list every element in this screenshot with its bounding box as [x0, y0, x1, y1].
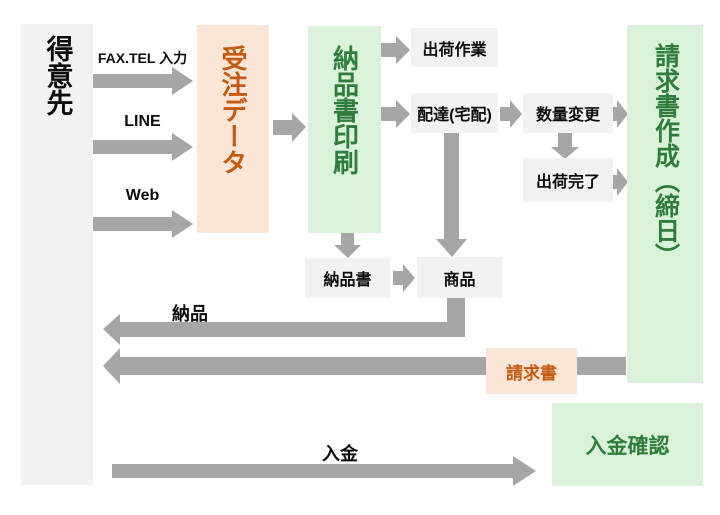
arrow-goods-to-customer-delivery-icon	[103, 298, 465, 345]
arrow-quantity-to-complete-icon	[551, 133, 579, 159]
delivery-note-print-label: 納品書印刷	[329, 45, 360, 175]
quantity-change-node: 数量変更	[523, 93, 613, 133]
order-data-node: 受注データ	[197, 25, 269, 233]
delivery-flow-label: 納品	[172, 304, 208, 324]
customer-label: 得意先	[42, 35, 73, 116]
shipping-complete-node: 出荷完了	[523, 158, 613, 202]
invoice-tag-node: 請求書	[486, 348, 577, 394]
goods-node: 商品	[417, 257, 502, 298]
arrow-complete-to-invoice-creation-icon	[613, 168, 628, 196]
arrow-web-to-order-icon	[93, 210, 193, 238]
arrow-line-to-order-icon	[93, 133, 193, 161]
channel-fax-label: FAX.TEL 入力	[97, 50, 188, 66]
arrow-delivery-to-goods-icon	[436, 133, 467, 257]
order-data-label: 受注データ	[218, 45, 248, 175]
arrow-print-to-delivery-note-icon	[334, 233, 361, 258]
invoice-creation-label: 請求書作成（締日）	[651, 43, 680, 268]
arrow-fax-to-order-icon	[93, 67, 193, 95]
channel-line-label: LINE	[124, 113, 161, 130]
channel-web-label: Web	[125, 187, 160, 204]
arrow-note-to-goods-icon	[393, 264, 415, 292]
arrow-print-to-shipping-work-icon	[381, 36, 410, 64]
payment-confirm-node: 入金確認	[552, 403, 703, 486]
customer-node: 得意先	[21, 24, 93, 485]
arrow-print-to-delivery-icon	[381, 100, 410, 128]
shipping-work-node: 出荷作業	[411, 28, 498, 67]
payment-flow-label: 入金	[322, 444, 358, 464]
delivery-note-print-node: 納品書印刷	[308, 26, 381, 233]
arrow-quantity-to-invoice-creation-icon	[613, 100, 628, 128]
delivery-node: 配達(宅配)	[411, 93, 498, 133]
arrow-delivery-to-quantity-icon	[500, 100, 522, 128]
invoice-creation-node: 請求書作成（締日）	[627, 25, 703, 383]
arrow-order-to-print-icon	[273, 113, 306, 142]
arrow-payment-to-confirm-icon	[112, 456, 536, 486]
delivery-note-node: 納品書	[305, 258, 390, 298]
